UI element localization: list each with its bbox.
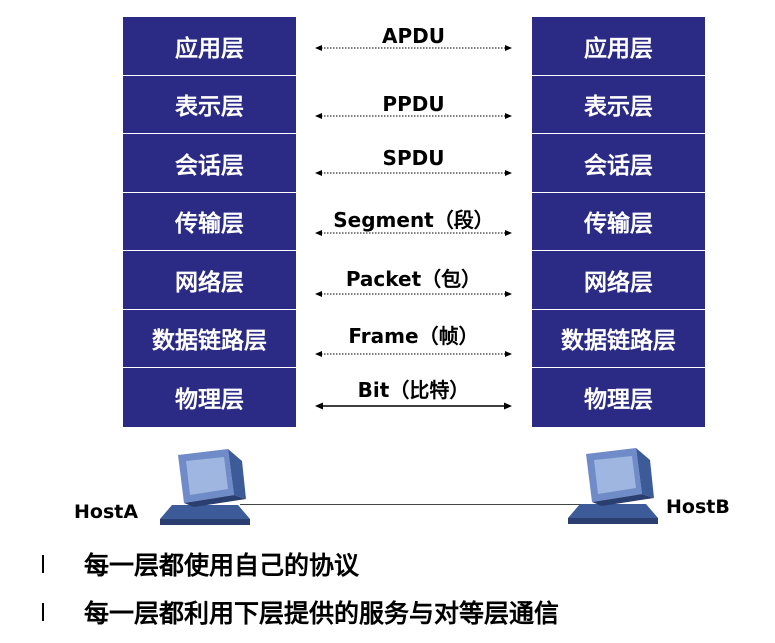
host-a-computer-icon xyxy=(160,449,250,525)
pdu-row-transport: Segment（段） xyxy=(315,204,512,254)
host-b-label: HostB xyxy=(666,496,730,518)
host-b-layer-transport: 传输层 xyxy=(532,192,705,251)
pdu-label-apdu: APDU xyxy=(382,24,445,48)
host-a-layer-datalink: 数据链路层 xyxy=(123,309,296,368)
bullet-text: 每一层都使用自己的协议 xyxy=(84,551,360,580)
host-b-layer-physical: 物理层 xyxy=(532,368,705,427)
host-a-stack: 应用层 表示层 会话层 传输层 网络层 数据链路层 物理层 xyxy=(123,17,296,427)
host-a-layer-transport: 传输层 xyxy=(123,192,296,251)
pdu-arrow-segment xyxy=(315,230,512,236)
pdu-label-frame: Frame（帧） xyxy=(348,324,479,348)
host-b-stack: 应用层 表示层 会话层 传输层 网络层 数据链路层 物理层 xyxy=(532,17,705,427)
pdu-arrow-frame xyxy=(315,351,512,357)
bullet-item-1: 每一层都使用自己的协议 xyxy=(42,546,359,582)
host-a-layer-physical: 物理层 xyxy=(123,368,296,427)
host-a-layer-presentation: 表示层 xyxy=(123,75,296,134)
host-b-layer-presentation: 表示层 xyxy=(532,75,705,134)
pdu-row-datalink: Frame（帧） xyxy=(315,320,512,370)
host-a-layer-session: 会话层 xyxy=(123,134,296,193)
pdu-label-bit: Bit（比特） xyxy=(357,378,470,402)
pdu-row-application: APDU xyxy=(315,24,512,74)
pdu-row-session: SPDU xyxy=(315,146,512,196)
host-b-layer-session: 会话层 xyxy=(532,134,705,193)
pdu-arrow-packet xyxy=(315,291,512,297)
bullet-item-2: 每一层都利用下层提供的服务与对等层通信 xyxy=(42,594,559,630)
pdu-label-packet: Packet（包） xyxy=(345,267,482,291)
pdu-label-spdu: SPDU xyxy=(382,146,445,170)
pdu-arrow-apdu xyxy=(315,45,512,51)
pdu-label-ppdu: PPDU xyxy=(382,92,445,116)
pdu-arrow-ppdu xyxy=(315,113,512,119)
host-a-layer-application: 应用层 xyxy=(123,17,296,76)
bullet-text: 每一层都利用下层提供的服务与对等层通信 xyxy=(84,599,560,628)
host-b-layer-network: 网络层 xyxy=(532,251,705,310)
pdu-row-physical: Bit（比特） xyxy=(315,374,512,424)
pdu-arrow-spdu xyxy=(315,170,512,176)
network-link xyxy=(240,504,590,505)
pdu-arrow-bit xyxy=(315,402,512,410)
bullet-marker xyxy=(42,603,44,621)
pdu-label-segment: Segment（段） xyxy=(333,208,494,232)
host-b-computer-icon xyxy=(568,448,658,524)
pdu-row-network: Packet（包） xyxy=(315,263,512,313)
host-a-layer-network: 网络层 xyxy=(123,251,296,310)
host-b-layer-datalink: 数据链路层 xyxy=(532,309,705,368)
host-a-label: HostA xyxy=(74,501,139,523)
bullet-marker xyxy=(42,555,44,573)
host-b-layer-application: 应用层 xyxy=(532,17,705,76)
pdu-row-presentation: PPDU xyxy=(315,92,512,142)
